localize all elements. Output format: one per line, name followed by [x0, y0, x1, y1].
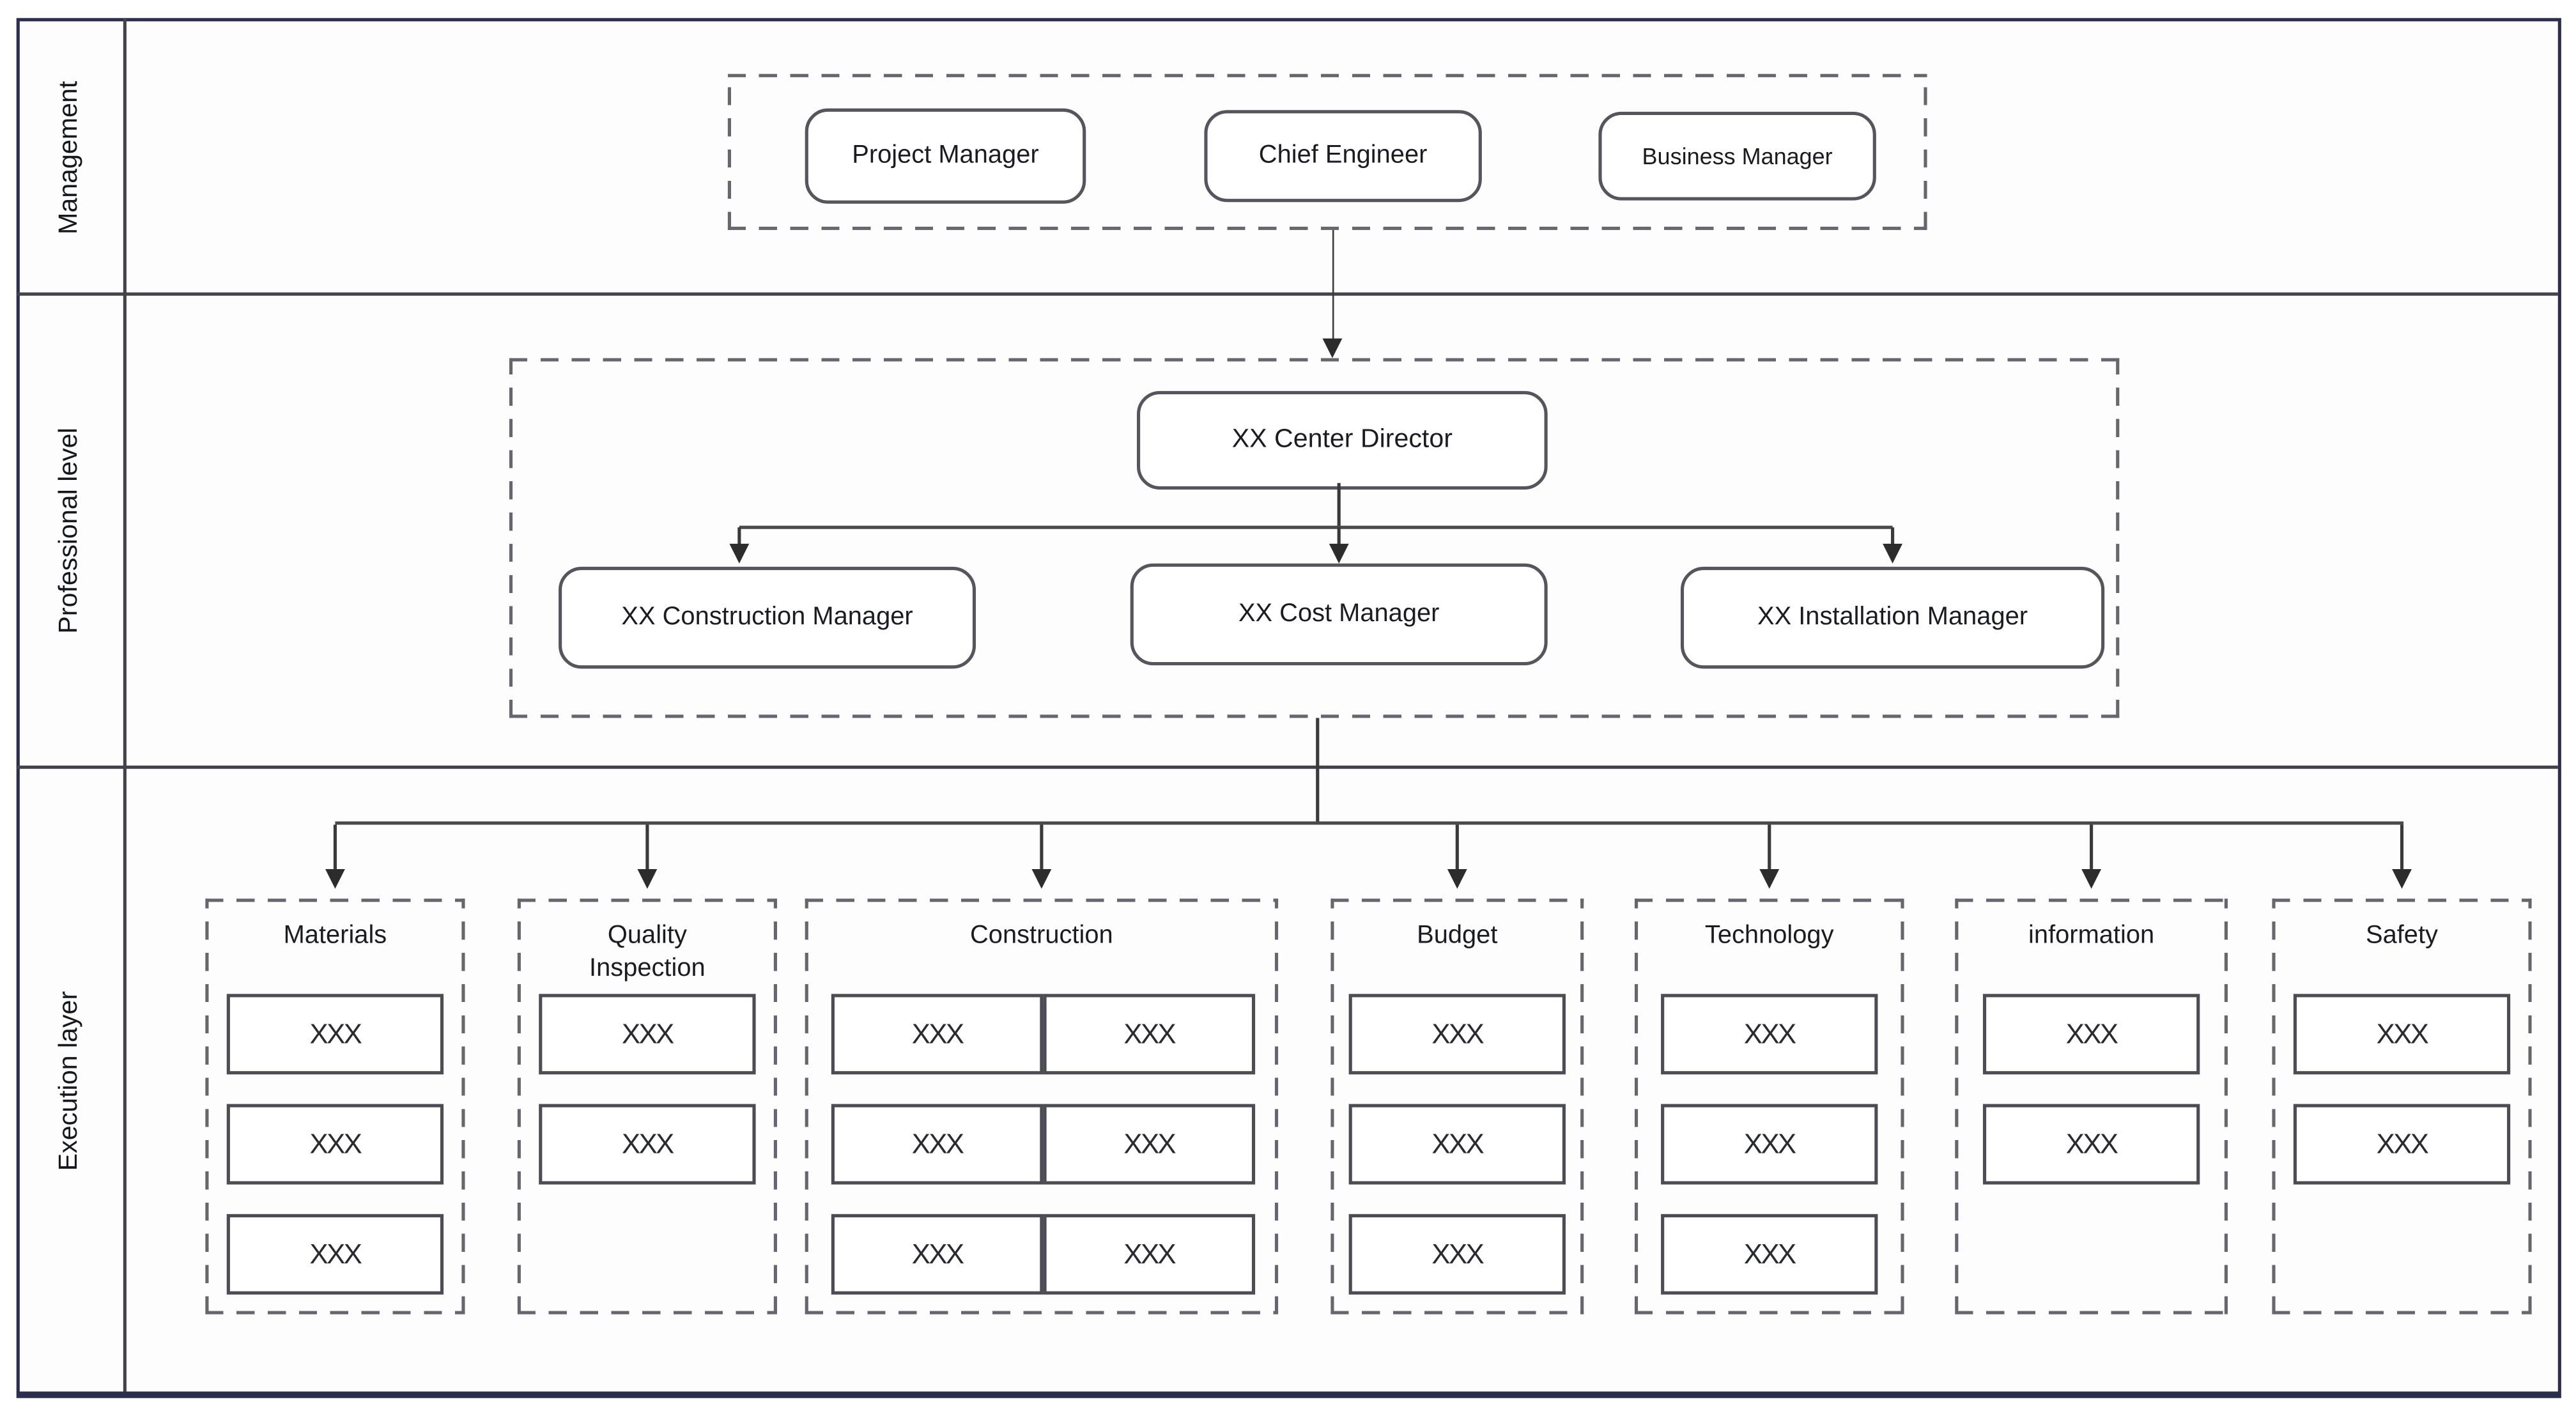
director-label: XX Center Director — [1231, 425, 1453, 454]
xxx-box: XXX — [539, 994, 756, 1075]
manager-box-cost: XX Cost Manager — [1130, 563, 1548, 666]
band-row-execution: Execution layer — [20, 769, 121, 1391]
execution-feed-line — [1316, 718, 1320, 823]
drop-stub-construction — [1040, 824, 1043, 869]
group-items-materials: XXX XXX XXX — [205, 994, 465, 1295]
group-header-budget: Budget — [1417, 921, 1498, 950]
group-header-safety: Safety — [2365, 921, 2438, 950]
manager-label-installation: XX Installation Manager — [1757, 603, 2028, 631]
xxx-box: XXX — [1661, 1214, 1878, 1295]
execution-group-materials: Materials XXX XXX XXX — [205, 898, 465, 1315]
xxx-box: XXX — [1982, 994, 2200, 1075]
xxx-box: XXX — [1348, 1214, 1566, 1295]
drop-stub-materials — [334, 824, 337, 869]
execution-group-budget: Budget XXX XXX XXX — [1330, 898, 1584, 1315]
execution-distribution-line — [335, 821, 2404, 826]
xxx-box: XXX — [226, 1104, 444, 1185]
execution-group-safety: Safety XXX XXX — [2272, 898, 2532, 1315]
xxx-box: XXX — [831, 994, 1044, 1075]
manager-box-installation: XX Installation Manager — [1680, 566, 2105, 669]
director-box: XX Center Director — [1136, 390, 1548, 490]
xxx-box: XXX — [226, 994, 444, 1075]
band-divider-professional-execution — [16, 765, 2558, 769]
xxx-box: XXX — [831, 1104, 1044, 1185]
execution-group-quality-inspection: Quality Inspection XXX XXX — [517, 898, 777, 1315]
xxx-box: XXX — [1348, 994, 1566, 1075]
group-items-technology: XXX XXX XXX — [1635, 994, 1904, 1295]
drop-stub-information — [2090, 824, 2093, 869]
xxx-box: XXX — [2293, 1104, 2511, 1185]
arrow-head-materials — [325, 868, 345, 889]
manager-label-construction: XX Construction Manager — [621, 603, 913, 631]
group-header-materials: Materials — [283, 921, 387, 950]
director-drop-line — [1338, 482, 1341, 528]
group-items-safety: XXX XXX — [2272, 994, 2531, 1185]
arrow-head-safety — [2392, 868, 2412, 889]
group-items-budget: XXX XXX XXX — [1330, 994, 1584, 1295]
group-header-construction: Construction — [970, 921, 1113, 950]
arrow-head-installation-manager — [1883, 543, 1902, 564]
role-label-project-manager: Project Manager — [852, 141, 1039, 169]
xxx-box: XXX — [1043, 1214, 1256, 1295]
xxx-box: XXX — [226, 1214, 444, 1295]
xxx-box: XXX — [1043, 994, 1256, 1075]
xxx-box: XXX — [1348, 1104, 1566, 1185]
execution-group-information: information XXX XXX — [1955, 898, 2228, 1315]
xxx-box: XXX — [1043, 1104, 1256, 1185]
role-label-business-manager: Business Manager — [1642, 143, 1833, 169]
manager-label-cost: XX Cost Manager — [1238, 599, 1440, 628]
execution-group-construction: Construction XXX XXX XXX XXX XXX XXX — [805, 898, 1279, 1315]
role-box-chief-engineer: Chief Engineer — [1204, 110, 1482, 203]
xxx-box: XXX — [831, 1214, 1044, 1295]
xxx-box: XXX — [1982, 1104, 2200, 1185]
group-header-quality-inspection: Quality Inspection — [589, 921, 706, 983]
role-box-project-manager: Project Manager — [805, 108, 1086, 204]
band-row-management: Management — [20, 21, 121, 292]
role-label-chief-engineer: Chief Engineer — [1258, 141, 1428, 169]
band-label-execution: Execution layer — [56, 990, 84, 1170]
arrow-head-technology — [1759, 868, 1780, 889]
arrow-head-construction-manager — [729, 543, 750, 564]
xxx-box: XXX — [1661, 1104, 1878, 1185]
group-items-information: XXX XXX — [1955, 994, 2228, 1185]
drop-stub-technology — [1768, 824, 1771, 869]
arrow-head-cost-manager — [1329, 543, 1349, 564]
group-header-technology: Technology — [1704, 921, 1834, 950]
role-box-business-manager: Business Manager — [1598, 111, 1876, 201]
execution-group-technology: Technology XXX XXX XXX — [1634, 898, 1904, 1315]
xxx-box: XXX — [1661, 994, 1878, 1075]
drop-stub-budget — [1456, 824, 1459, 869]
arrow-head-management-to-director — [1322, 338, 1343, 359]
band-label-management: Management — [56, 80, 84, 234]
arrow-line-management-to-director — [1331, 229, 1334, 342]
branch-stub-cost — [1338, 527, 1341, 546]
drop-stub-safety — [2400, 824, 2404, 869]
branch-stub-construction — [737, 527, 741, 546]
arrow-head-construction-group — [1031, 868, 1052, 889]
manager-box-construction: XX Construction Manager — [559, 566, 976, 669]
arrow-head-quality — [637, 868, 658, 889]
xxx-box: XXX — [539, 1104, 756, 1185]
band-divider-management-professional — [16, 292, 2558, 296]
branch-stub-installation — [1891, 527, 1894, 546]
group-header-information: information — [2028, 921, 2155, 950]
label-column-divider — [123, 18, 127, 1392]
arrow-head-information — [2081, 868, 2102, 889]
xxx-box: XXX — [2293, 994, 2511, 1075]
group-items-construction: XXX XXX XXX XXX XXX XXX — [805, 994, 1278, 1295]
group-items-quality-inspection: XXX XXX — [518, 994, 777, 1185]
arrow-head-budget — [1447, 868, 1467, 889]
drop-stub-quality — [645, 824, 649, 869]
manager-branch-line — [739, 525, 1893, 529]
band-row-professional: Professional level — [20, 296, 121, 766]
band-label-professional: Professional level — [56, 428, 84, 634]
